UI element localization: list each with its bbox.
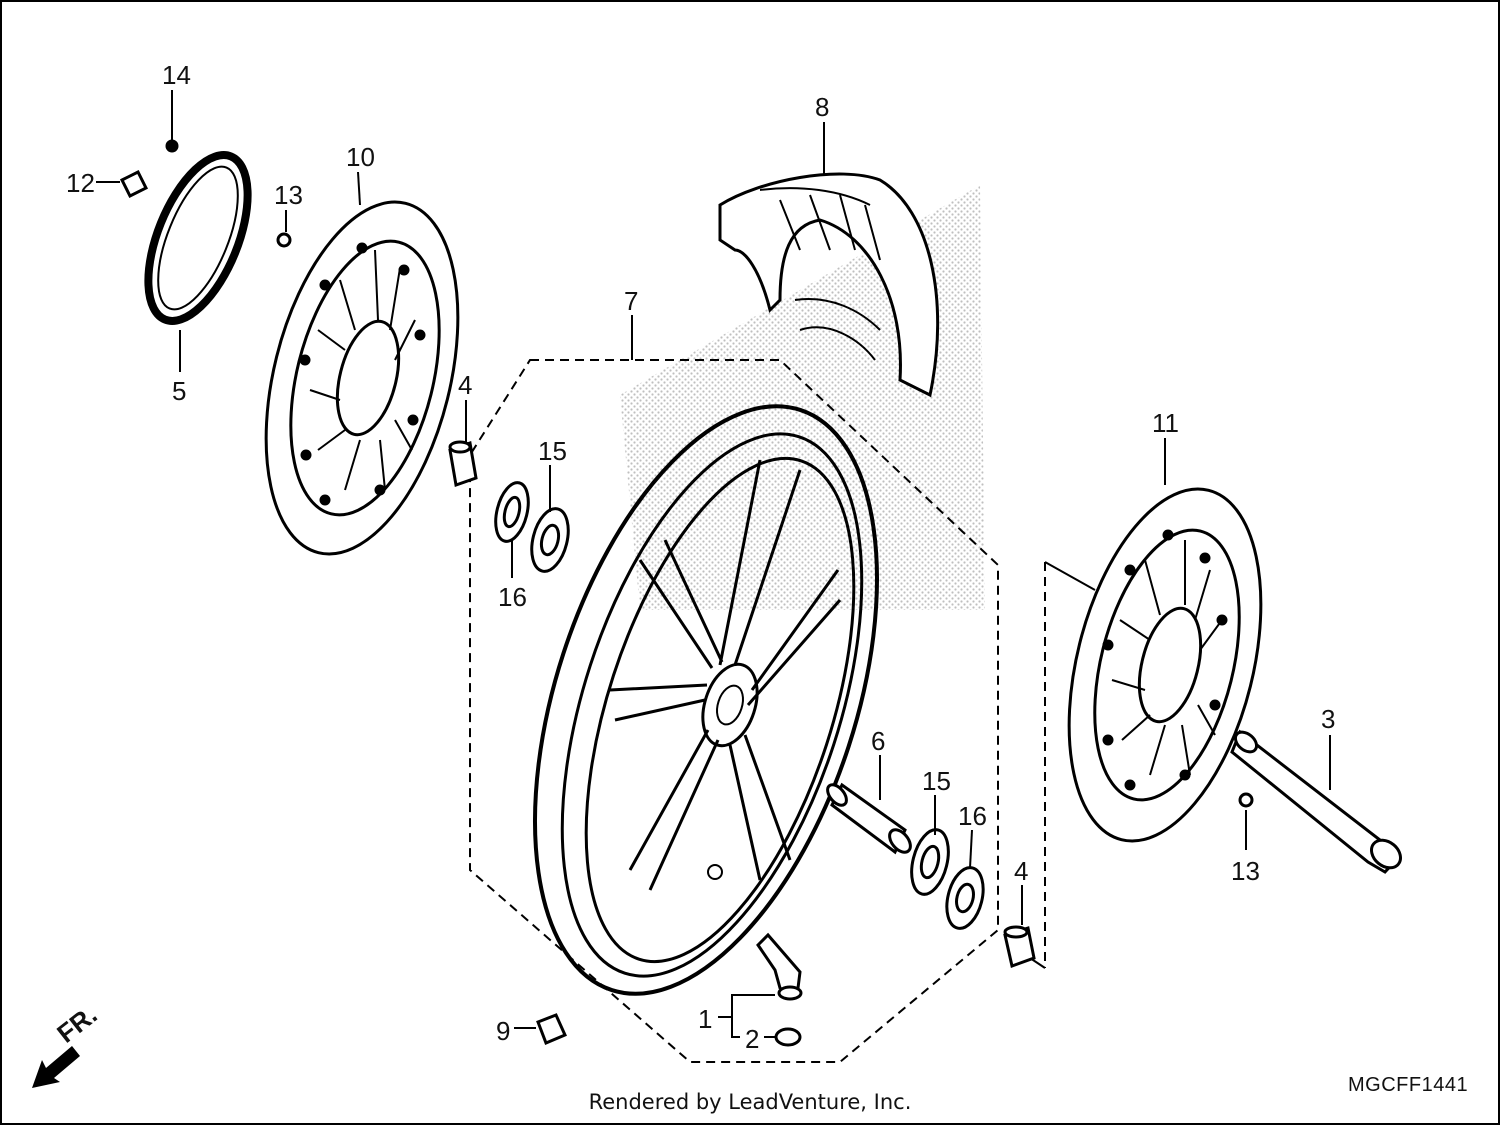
callout-7: 7 xyxy=(624,286,638,316)
sensor-ring-part xyxy=(144,151,252,325)
callout-3: 3 xyxy=(1321,704,1335,734)
callout-1: 1 xyxy=(698,1004,712,1034)
callout-13-right: 13 xyxy=(1231,856,1260,886)
bearing-right xyxy=(910,828,950,896)
callout-2: 2 xyxy=(745,1024,759,1054)
footer-credit: Rendered by LeadVenture, Inc. xyxy=(588,1090,912,1114)
assembly-group-outline xyxy=(469,359,999,1063)
side-collar-left xyxy=(448,440,478,488)
callout-9: 9 xyxy=(496,1016,510,1046)
callout-labels: 14 12 10 13 5 4 15 16 7 8 11 3 6 15 16 1… xyxy=(66,60,1335,1054)
callout-13-left: 13 xyxy=(274,180,303,210)
seal-left xyxy=(530,507,570,573)
callout-16-left: 16 xyxy=(498,582,527,612)
axle-part xyxy=(1230,729,1402,874)
diagram-code: MGCFF1441 xyxy=(1348,1074,1469,1096)
bearing-left xyxy=(494,481,530,543)
valve-part xyxy=(756,932,803,1001)
side-collar-right xyxy=(1003,925,1036,968)
callout-10: 10 xyxy=(346,142,375,172)
callout-16-right: 16 xyxy=(958,801,987,831)
callout-8: 8 xyxy=(815,92,829,122)
seal-right xyxy=(945,866,985,930)
bolt-parts xyxy=(119,139,1254,808)
callout-4-left: 4 xyxy=(458,370,472,400)
callout-4-right: 4 xyxy=(1014,856,1028,886)
brake-disc-right xyxy=(1067,487,1263,843)
callout-14: 14 xyxy=(162,60,191,90)
callout-12: 12 xyxy=(66,168,95,198)
o-ring-part xyxy=(774,1027,802,1047)
callout-15-left: 15 xyxy=(538,436,567,466)
brake-disc-left xyxy=(264,200,460,556)
callout-15-right: 15 xyxy=(922,766,951,796)
leader-lines xyxy=(96,90,1331,1038)
callout-11: 11 xyxy=(1152,408,1179,438)
wheel-part xyxy=(533,404,879,996)
collar-part xyxy=(826,782,912,855)
callout-6: 6 xyxy=(871,726,885,756)
callout-5: 5 xyxy=(172,376,186,406)
tire-part xyxy=(718,172,940,398)
weight-part xyxy=(536,1013,567,1045)
